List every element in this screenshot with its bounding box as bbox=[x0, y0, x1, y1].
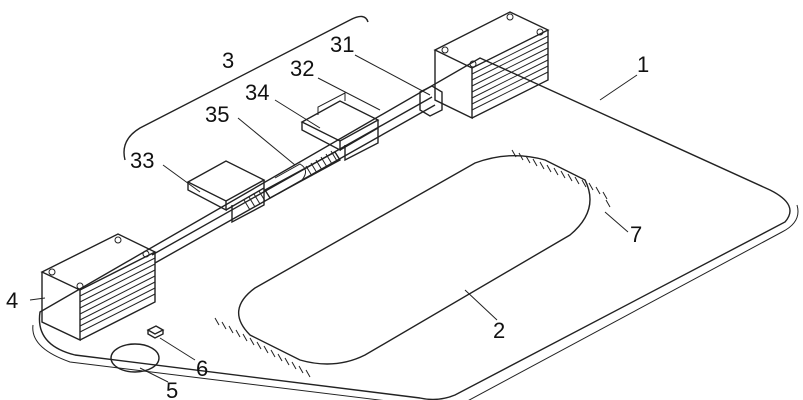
label-plate: 1 bbox=[637, 52, 649, 77]
label-button: 5 bbox=[166, 378, 178, 400]
label-assembly-rail: 31 bbox=[330, 32, 354, 57]
vent-slots-bottom bbox=[214, 317, 311, 378]
assembly-clamp-right bbox=[300, 92, 380, 162]
block-front bbox=[40, 233, 157, 342]
label-assembly: 3 bbox=[222, 48, 234, 73]
base-plate bbox=[32, 57, 799, 400]
assembly-rail bbox=[151, 85, 443, 264]
leader-lines bbox=[29, 54, 638, 383]
label-assembly-bar: 32 bbox=[290, 56, 314, 81]
label-vents: 7 bbox=[630, 222, 642, 247]
label-switch: 6 bbox=[196, 356, 208, 381]
label-assembly-clamp-right: 34 bbox=[245, 80, 269, 105]
block-rear bbox=[433, 11, 550, 120]
label-pad: 2 bbox=[493, 318, 505, 343]
label-assembly-spring: 35 bbox=[205, 102, 229, 127]
assembly-bracket bbox=[123, 15, 369, 161]
label-assembly-clamp-left: 33 bbox=[130, 148, 154, 173]
label-block: 4 bbox=[6, 288, 18, 313]
vent-slots-top bbox=[511, 149, 611, 208]
assembly-spring bbox=[243, 150, 341, 211]
switch bbox=[146, 325, 165, 339]
inner-pad bbox=[237, 154, 591, 365]
assembly-clamp-left bbox=[186, 160, 266, 224]
button bbox=[110, 343, 160, 373]
